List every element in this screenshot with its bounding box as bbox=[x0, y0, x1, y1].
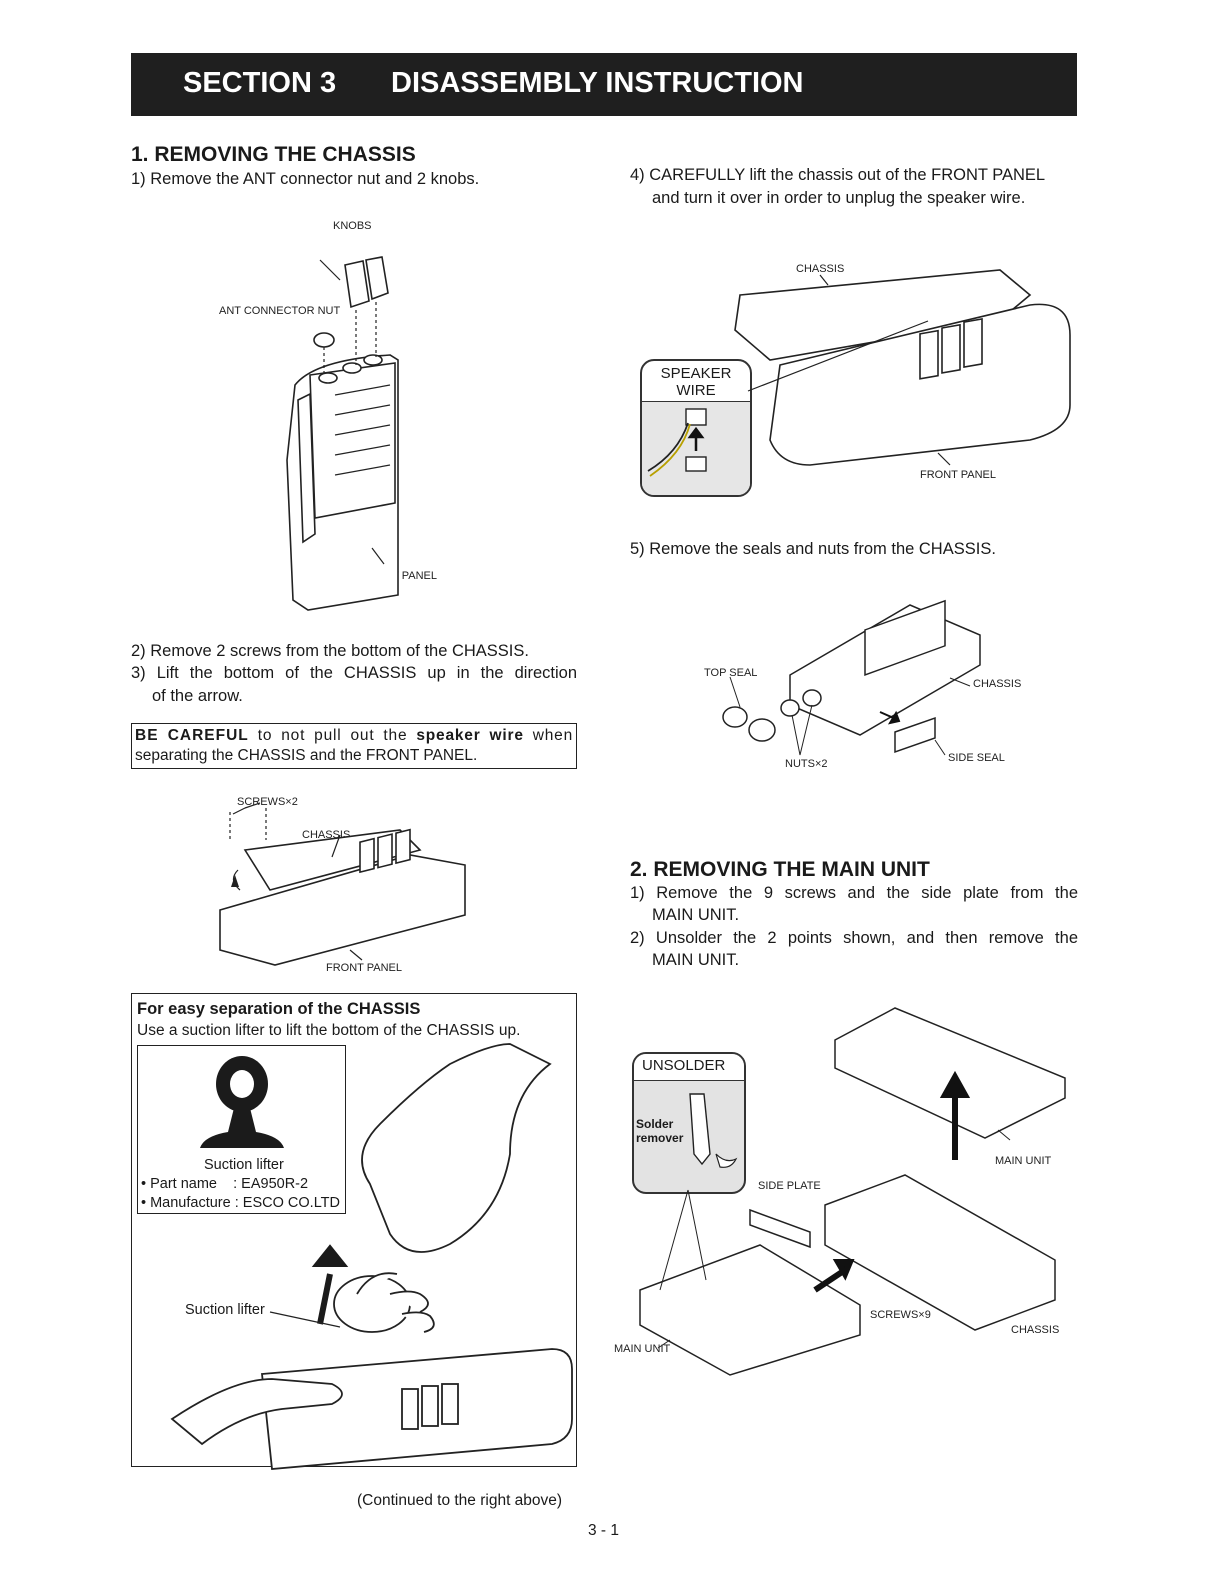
tip-title: For easy separation of the CHASSIS bbox=[137, 1000, 421, 1018]
unsolder-header bbox=[634, 1054, 744, 1081]
figure-seals-nuts: TOP SEAL CHASSIS NUTS×2 SIDE SEAL bbox=[700, 599, 1040, 780]
label-ant-connector-nut: ANT CONNECTOR NUT bbox=[219, 305, 341, 317]
solder-label-line-2: remover bbox=[636, 1131, 684, 1145]
step-3-text-cont: of the arrow. bbox=[152, 687, 243, 705]
lifter-part-name: • Part name : EA950R-2 bbox=[141, 1176, 309, 1192]
label-front-panel-2: FRONT PANEL bbox=[326, 962, 402, 974]
label-side-plate: SIDE PLATE bbox=[758, 1180, 821, 1192]
heading-removing-main-unit: 2. REMOVING THE MAIN UNIT bbox=[630, 858, 930, 881]
label-chassis-5: CHASSIS bbox=[973, 678, 1022, 690]
label-nuts-2: NUTS×2 bbox=[785, 758, 828, 770]
lifter-manufacture: • Manufacture : ESCO CO.LTD bbox=[141, 1195, 341, 1211]
radio-drawing bbox=[286, 256, 399, 611]
lifter-caption: Suction lifter bbox=[204, 1157, 284, 1173]
step-4-text-cont: and turn it over in order to unplug the … bbox=[652, 189, 1026, 207]
hand-lifter-drawing bbox=[170, 1043, 573, 1470]
label-main-unit-bottom: MAIN UNIT bbox=[614, 1343, 671, 1355]
unsolder-label: UNSOLDER bbox=[642, 1057, 726, 1074]
tip-text: Use a suction lifter to lift the bottom … bbox=[137, 1022, 521, 1039]
step-1-text: 1) Remove the ANT connector nut and 2 kn… bbox=[131, 170, 480, 188]
solder-label-line-1: Solder bbox=[636, 1117, 674, 1131]
caution-strong-wire: speaker wire bbox=[416, 727, 524, 744]
caution-box: BE CAREFUL to not pull out the speaker w… bbox=[131, 723, 577, 769]
s2-step-1-text-cont: MAIN UNIT. bbox=[652, 906, 740, 924]
label-screws-9: SCREWS×9 bbox=[870, 1309, 931, 1321]
seals-drawing bbox=[722, 599, 981, 756]
unsolder-inset: UNSOLDER Solder remover bbox=[632, 1052, 746, 1194]
step-5-text: 5) Remove the seals and nuts from the CH… bbox=[630, 540, 996, 558]
caution-text-a: to not pull out the bbox=[248, 727, 417, 744]
speaker-label-line-1: SPEAKER bbox=[660, 365, 732, 382]
lifter-info-box: Suction lifter • Part name : EA950R-2 • … bbox=[137, 1045, 346, 1214]
section-title: DISASSEMBLY INSTRUCTION bbox=[391, 67, 804, 99]
section-banner: SECTION 3 DISASSEMBLY INSTRUCTION bbox=[131, 53, 1077, 116]
caution-text-b: when bbox=[523, 727, 573, 744]
connector-drawing bbox=[647, 408, 707, 477]
step-4-text: 4) CAREFULLY lift the chassis out of the… bbox=[630, 166, 1046, 184]
s2-step-2-text: 2) Unsolder the 2 points shown, and then… bbox=[630, 929, 1078, 947]
page-number: 3 - 1 bbox=[588, 1522, 620, 1539]
caution-line-1: BE CAREFUL to not pull out the speaker w… bbox=[135, 727, 573, 745]
figure-radio-knobs: KNOBS ANT CONNECTOR NUT FRONT PANEL bbox=[200, 210, 500, 611]
heading-removing-chassis: 1. REMOVING THE CHASSIS bbox=[131, 143, 416, 166]
caution-strong-careful: BE CAREFUL bbox=[135, 727, 249, 744]
solder-remover-label: Solder remover bbox=[636, 1117, 683, 1145]
speaker-wire-inset: SPEAKER WIRE bbox=[640, 359, 752, 497]
step-3-text: 3) Lift the bottom of the CHASSIS up in … bbox=[131, 664, 577, 682]
tip-box: For easy separation of the CHASSIS Use a… bbox=[131, 993, 577, 1470]
label-knobs: KNOBS bbox=[333, 220, 372, 232]
label-main-unit-top: MAIN UNIT bbox=[995, 1155, 1052, 1167]
suction-lifter-image bbox=[200, 1056, 284, 1148]
label-chassis-4: CHASSIS bbox=[796, 263, 845, 275]
lifter-pointer-label: Suction lifter bbox=[185, 1302, 265, 1318]
chassis-front-panel-drawing bbox=[734, 269, 1071, 466]
speaker-wire-label: SPEAKER WIRE bbox=[642, 365, 750, 399]
continued-note: (Continued to the right above) bbox=[357, 1492, 563, 1509]
label-chassis-main: CHASSIS bbox=[1011, 1324, 1060, 1336]
speaker-label-line-2: WIRE bbox=[676, 382, 716, 399]
figure-speaker-wire: CHASSIS FRONT PANEL SPEAKER WIRE bbox=[630, 255, 1080, 500]
main-unit-drawing bbox=[639, 1007, 1066, 1376]
step-2-text: 2) Remove 2 screws from the bottom of th… bbox=[131, 642, 529, 660]
s2-step-1-text: 1) Remove the 9 screws and the side plat… bbox=[630, 884, 1078, 902]
section-number: SECTION 3 bbox=[183, 67, 337, 99]
caution-line-2: separating the CHASSIS and the FRONT PAN… bbox=[135, 747, 478, 764]
chassis-drawing bbox=[219, 802, 466, 966]
figure-chassis-screws: SCREWS×2 CHASSIS FRONT PANEL bbox=[200, 790, 500, 980]
s2-step-2-text-cont: MAIN UNIT. bbox=[652, 951, 740, 969]
label-front-panel-4: FRONT PANEL bbox=[920, 469, 996, 481]
figure-main-unit: UNSOLDER Solder remover MAIN UNIT SIDE P… bbox=[610, 1000, 1080, 1376]
solder-tool-drawing bbox=[689, 1093, 738, 1168]
label-top-seal: TOP SEAL bbox=[704, 667, 758, 679]
label-side-seal: SIDE SEAL bbox=[948, 752, 1005, 764]
